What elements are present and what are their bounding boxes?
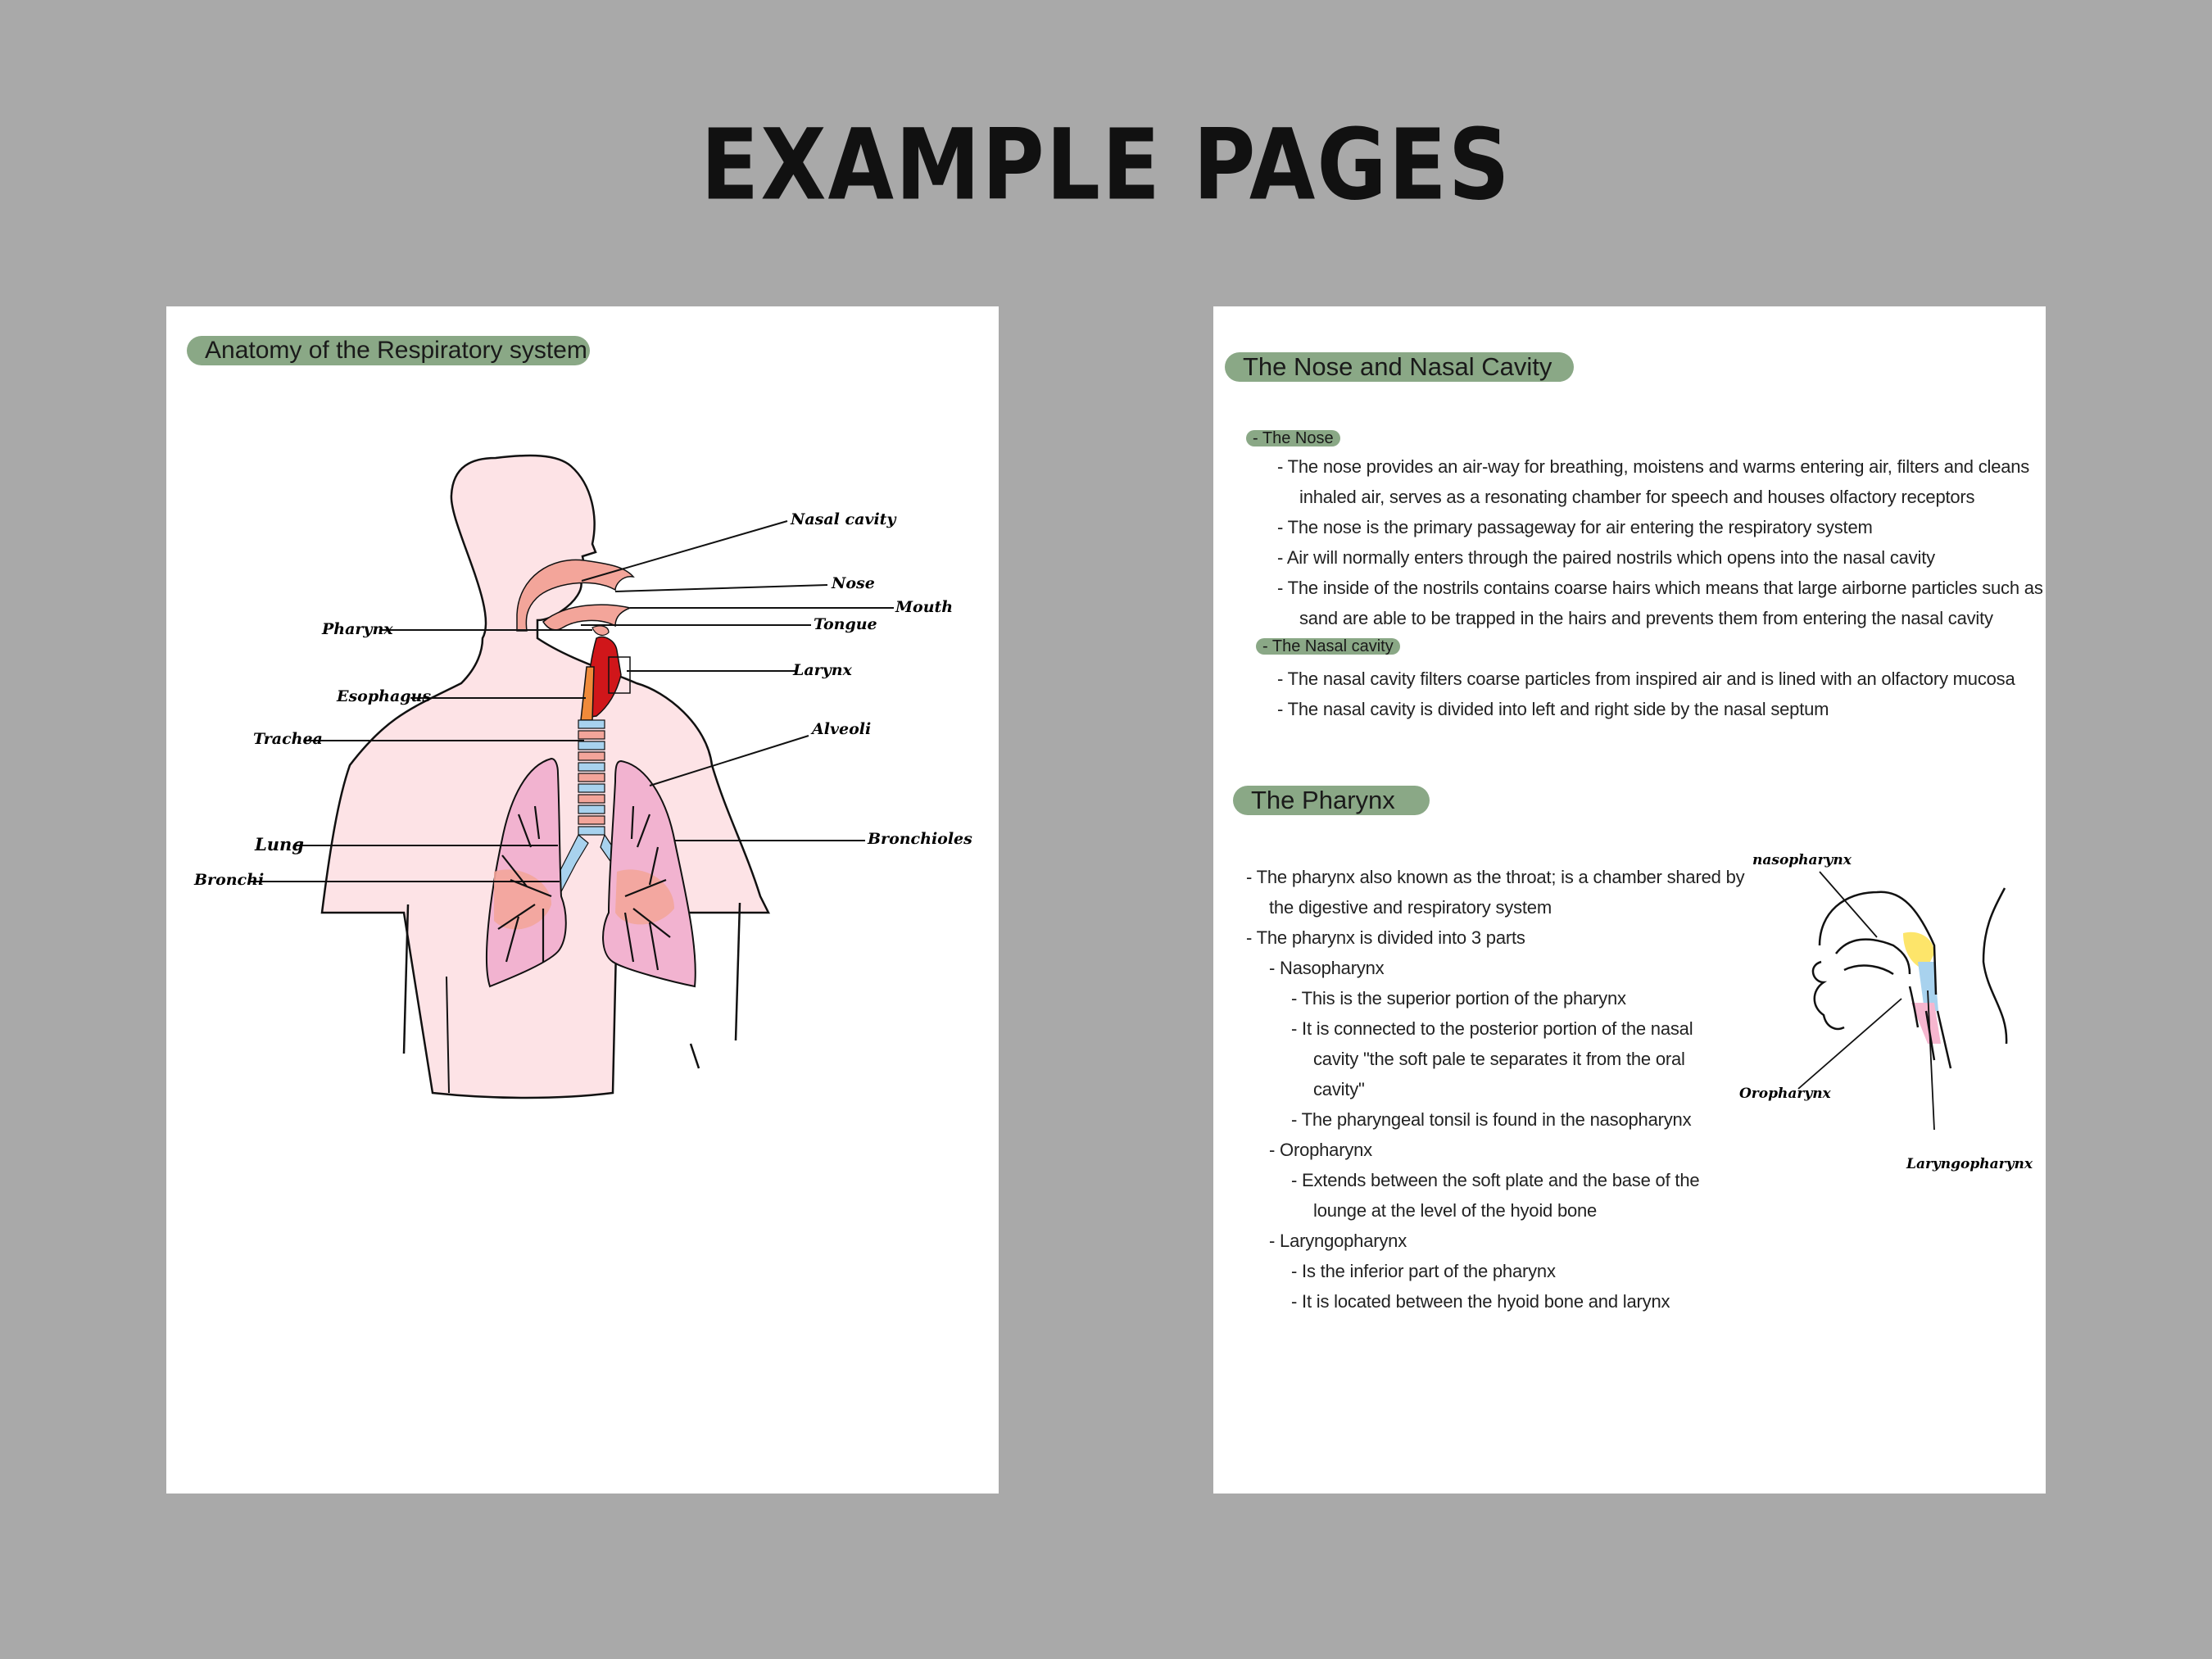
- nasal-line-1: - The nasal cavity filters coarse partic…: [1277, 669, 2015, 689]
- left-page-title: Anatomy of the Respiratory system: [187, 336, 590, 365]
- label-laryngopharynx: Laryngopharynx: [1906, 1156, 2033, 1172]
- nose-line-2: inhaled air, serves as a resonating cham…: [1299, 487, 1975, 507]
- respiratory-system-diagram: Nasal cavity Nose Mouth Tongue Pharynx L…: [193, 454, 972, 1099]
- pharynx-line-3: - The pharynx is divided into 3 parts: [1246, 927, 1525, 948]
- pharynx-line-2: the digestive and respiratory system: [1269, 897, 1552, 918]
- pharynx-line-6: - It is connected to the posterior porti…: [1291, 1018, 1693, 1039]
- section-title-nose: The Nose and Nasal Cavity: [1225, 352, 1574, 382]
- label-mouth: Mouth: [895, 598, 953, 616]
- label-larynx: Larynx: [792, 661, 853, 679]
- pharynx-line-13: - Laryngopharynx: [1269, 1231, 1407, 1251]
- trachea-shape: [578, 719, 605, 836]
- nose-line-4: - Air will normally enters through the p…: [1277, 547, 1935, 568]
- page-headline: EXAMPLE PAGES: [700, 107, 1512, 223]
- nasal-cavity-shape: [516, 559, 635, 632]
- label-lung: Lung: [254, 834, 304, 854]
- right-example-page: The Nose and Nasal Cavity - The Nose - T…: [1213, 306, 2046, 1494]
- label-esophagus: Esophagus: [336, 687, 431, 705]
- label-alveoli: Alveoli: [810, 720, 871, 738]
- pharynx-line-4: - Nasopharynx: [1269, 958, 1385, 978]
- subheading-nasal-cavity: - The Nasal cavity: [1256, 638, 1400, 655]
- label-oropharynx: Oropharynx: [1739, 1086, 1832, 1102]
- nose-line-6: sand are able to be trapped in the hairs…: [1299, 608, 1993, 628]
- pharynx-line-8: cavity": [1313, 1079, 1365, 1099]
- pharynx-line-7: cavity "the soft pale te separates it fr…: [1313, 1049, 1685, 1069]
- pharynx-line-14: - Is the inferior part of the pharynx: [1291, 1261, 1556, 1281]
- lung-left-shape: [485, 757, 567, 988]
- nose-line-1: - The nose provides an air-way for breat…: [1277, 456, 2030, 477]
- pharynx-line-1: - The pharynx also known as the throat; …: [1246, 867, 1745, 887]
- label-bronchioles: Bronchioles: [867, 830, 972, 848]
- pharynx-line-10: - Oropharynx: [1269, 1140, 1372, 1160]
- nose-line-3: - The nose is the primary passageway for…: [1277, 517, 1873, 537]
- label-nasopharynx: nasopharynx: [1752, 852, 1852, 868]
- nasal-line-2: - The nasal cavity is divided into left …: [1277, 699, 1829, 719]
- label-tongue: Tongue: [814, 615, 877, 633]
- label-pharynx: Pharynx: [321, 620, 393, 638]
- section-title-pharynx: The Pharynx: [1233, 786, 1430, 815]
- left-example-page: Anatomy of the Respiratory system: [166, 306, 999, 1494]
- label-nose: Nose: [831, 574, 875, 592]
- label-bronchi: Bronchi: [193, 871, 264, 889]
- pharynx-line-12: lounge at the level of the hyoid bone: [1313, 1200, 1598, 1221]
- label-nasal-cavity: Nasal cavity: [790, 510, 897, 528]
- pharynx-line-5: - This is the superior portion of the ph…: [1291, 988, 1626, 1009]
- pharynx-line-15: - It is located between the hyoid bone a…: [1291, 1291, 1670, 1312]
- pharynx-line-9: - The pharyngeal tonsil is found in the …: [1291, 1109, 1692, 1130]
- pharynx-line-11: - Extends between the soft plate and the…: [1291, 1170, 1700, 1190]
- nose-line-5: - The inside of the nostrils contains co…: [1277, 578, 2043, 598]
- pharynx-diagram: nasopharynx Oropharynx Laryngopharynx: [1739, 852, 2033, 1172]
- label-trachea: Trachea: [253, 730, 323, 748]
- subheading-the-nose: - The Nose: [1246, 430, 1340, 446]
